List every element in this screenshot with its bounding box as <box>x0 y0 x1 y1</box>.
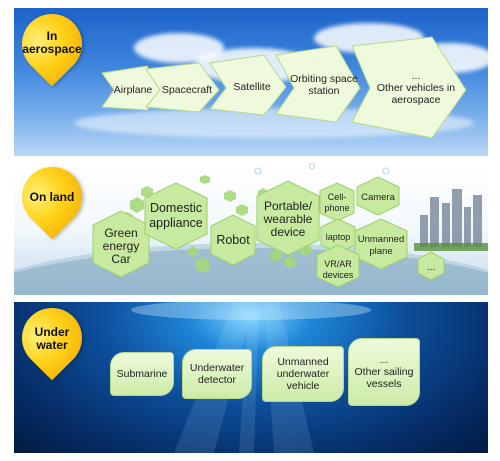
hex-domestic <box>144 182 208 250</box>
land-item-cellphone: Cell- phone <box>324 192 350 213</box>
aerospace-item-station: Orbiting space station <box>290 73 358 97</box>
land-item-domestic: Domestic appliance <box>149 201 203 230</box>
land-item-camera: Camera <box>361 191 395 203</box>
land-item-portable: Portable/ wearable device <box>263 198 313 239</box>
hex-robot <box>210 214 256 266</box>
underwater-item-detector: Underwater detector <box>182 349 252 399</box>
land-hexagons <box>92 176 445 288</box>
chevron-station <box>275 45 361 123</box>
underwater-band: Submarine Underwater detector Unmanned u… <box>14 302 488 453</box>
underwater-item-vehicle: Unmanned underwater vehicle <box>262 346 344 402</box>
aerospace-chevrons <box>101 36 467 139</box>
hex-camera <box>356 176 400 216</box>
chevron-airplane <box>101 65 163 111</box>
land-item-robot: Robot <box>216 233 250 247</box>
aerospace-label: In aerospace <box>22 29 82 56</box>
land-item-green-car: Green energy Car <box>102 225 140 266</box>
hex-cellphone <box>319 182 355 222</box>
underwater-label: Under water <box>34 325 70 352</box>
hex-vrar <box>316 244 360 288</box>
chevron-spacecraft <box>145 62 220 113</box>
hex-portable <box>256 180 320 256</box>
chevron-satellite <box>209 54 287 116</box>
aerospace-item-satellite: Satellite <box>233 81 271 93</box>
aerospace-item-spacecraft: Spacecraft <box>161 84 213 96</box>
hex-more <box>417 251 445 281</box>
chevron-other <box>351 36 467 139</box>
land-band: Green energy Car Domestic appliance Robo… <box>14 163 488 295</box>
aerospace-item-other: ... Other vehicles in aerospace <box>376 70 456 106</box>
city-skyline <box>420 189 482 247</box>
hex-green-car <box>92 210 150 278</box>
land-item-laptop: laptop <box>325 232 351 242</box>
land-item-unmanned-plane: Unmanned plane <box>357 234 405 257</box>
land-item-more: ... <box>426 261 436 273</box>
underwater-item-other: ... Other sailing vessels <box>348 338 420 406</box>
aerospace-item-airplane: Airplane <box>113 84 153 96</box>
aerospace-band: Airplane Spacecraft Satellite Orbiting s… <box>14 8 488 156</box>
land-item-vrar: VR/AR devices <box>322 259 354 280</box>
underwater-item-submarine: Submarine <box>110 352 174 396</box>
land-label: On land <box>29 190 75 204</box>
